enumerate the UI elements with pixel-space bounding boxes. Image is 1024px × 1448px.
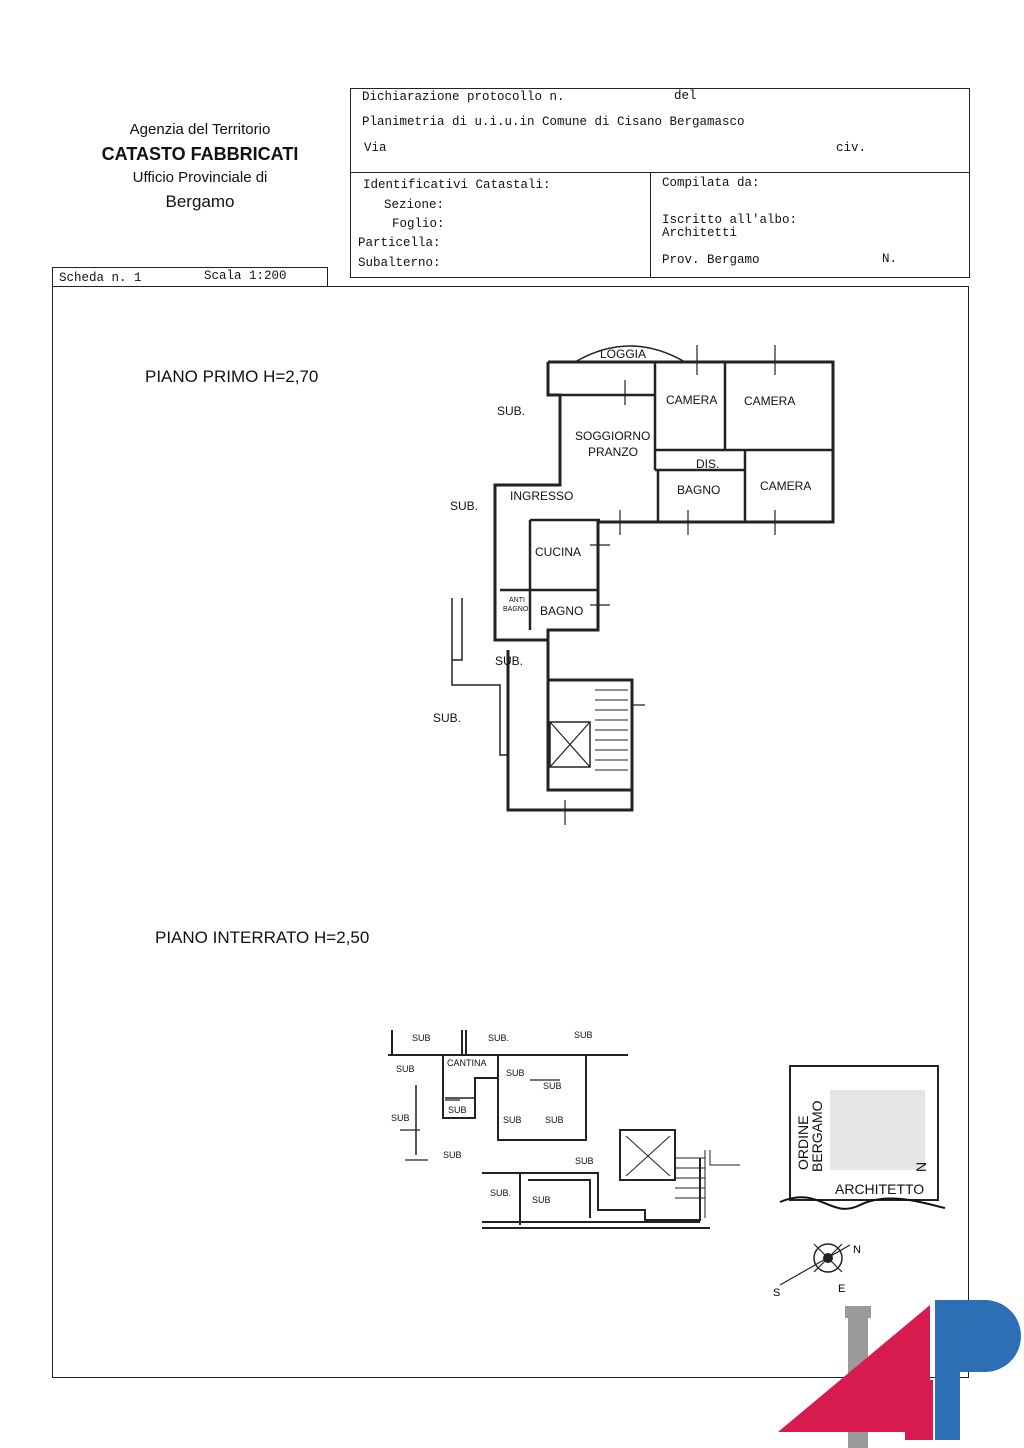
stamp-text: N (913, 1162, 929, 1172)
room-label: SOGGIORNO (575, 429, 650, 443)
room-label: CAMERA (666, 393, 717, 407)
sub-label: SUB (391, 1113, 410, 1123)
piano-primo-title: PIANO PRIMO H=2,70 (145, 367, 319, 386)
compass-n: N (853, 1244, 861, 1256)
compilata-label: Compilata da: (662, 176, 760, 190)
subalterno-label: Subalterno: (358, 256, 441, 270)
drawing-frame (52, 286, 969, 1378)
plan-primo (451, 345, 835, 825)
piano-interrato-title: PIANO INTERRATO H=2,50 (155, 928, 370, 947)
room-label: PRANZO (588, 445, 638, 459)
plan-interrato-labels: SUB SUB. SUB SUB CANTINA SUB SUB SUB SUB… (391, 1030, 594, 1205)
stamp-text: ORDINE (795, 1116, 811, 1170)
planimetria-label: Planimetria di u.i.u.in Comune di Cisano… (362, 115, 745, 129)
office-label: Ufficio Provinciale di (132, 169, 268, 186)
protocol-label: Dichiarazione protocollo n. (362, 90, 565, 104)
sezione-label: Sezione: (384, 198, 445, 212)
sub-label: SUB (506, 1068, 525, 1078)
identificativi-label: Identificativi Catastali: (363, 178, 551, 192)
scala-label: Scala 1:200 (204, 269, 287, 283)
room-label: CAMERA (744, 394, 795, 408)
room-label: BAGNO (540, 604, 583, 618)
stamp-text: ARCHITETTO (835, 1181, 924, 1197)
del-label: del (674, 89, 697, 103)
architect-stamp: ORDINE BERGAMO N ARCHITETTO (779, 1065, 946, 1210)
sub-label: SUB (545, 1115, 564, 1125)
sub-label: SUB. (433, 711, 461, 725)
sub-label: SUB. (497, 404, 525, 418)
albo-value: Architetti (662, 226, 738, 240)
declaration-box (350, 88, 970, 278)
stamp-text: BERGAMO (809, 1100, 825, 1172)
sub-label: SUB (575, 1156, 594, 1166)
catasto-title: CATASTO FABBRICATI (101, 144, 299, 164)
plan-primo-labels: LOGGIA CAMERA CAMERA SOGGIORNO PRANZO DI… (433, 347, 811, 725)
foglio-label: Foglio: (392, 217, 445, 231)
plan-interrato (388, 1030, 740, 1229)
sub-label: SUB. (495, 654, 523, 668)
iscritto-label: Iscritto all'albo: (662, 213, 798, 227)
room-label: BAGNO (677, 483, 720, 497)
sub-label: SUB (543, 1081, 562, 1091)
prov-label: Prov. Bergamo (662, 253, 760, 267)
sub-label: SUB (412, 1033, 431, 1043)
room-label: CUCINA (535, 545, 581, 559)
room-label: LOGGIA (600, 347, 646, 361)
sub-label: SUB (448, 1105, 467, 1115)
room-label: INGRESSO (510, 489, 573, 503)
via-label: Via (364, 141, 387, 155)
sub-label: SUB. (488, 1033, 509, 1043)
sub-label: SUB (443, 1150, 462, 1160)
office-city: Bergamo (165, 192, 235, 211)
sub-label: SUB (396, 1064, 415, 1074)
compass-e: E (838, 1283, 845, 1295)
sub-label: SUB (503, 1115, 522, 1125)
compass-rose: N S E (773, 1243, 861, 1299)
room-label: ANTI (509, 597, 525, 604)
agency-logo (778, 1300, 1021, 1448)
agency-header: Agenzia del Territorio CATASTO FABBRICAT… (80, 118, 320, 214)
compass-s: S (773, 1287, 780, 1299)
n-label: N. (882, 252, 898, 266)
particella-label: Particella: (358, 236, 441, 250)
sub-label: SUB (532, 1195, 551, 1205)
sub-label: SUB (574, 1030, 593, 1040)
agency-name: Agenzia del Territorio (129, 121, 271, 138)
sub-label: SUB. (490, 1188, 511, 1198)
signature (779, 1196, 946, 1210)
room-label: BAGNO (503, 606, 529, 613)
cantina-label: CANTINA (447, 1058, 487, 1068)
room-label: CAMERA (760, 479, 811, 493)
scheda-label: Scheda n. 1 (59, 271, 142, 285)
room-label: DIS. (696, 457, 719, 471)
civ-label: civ. (836, 141, 867, 155)
sub-label: SUB. (450, 499, 478, 513)
divider (350, 172, 970, 173)
divider (650, 172, 651, 277)
